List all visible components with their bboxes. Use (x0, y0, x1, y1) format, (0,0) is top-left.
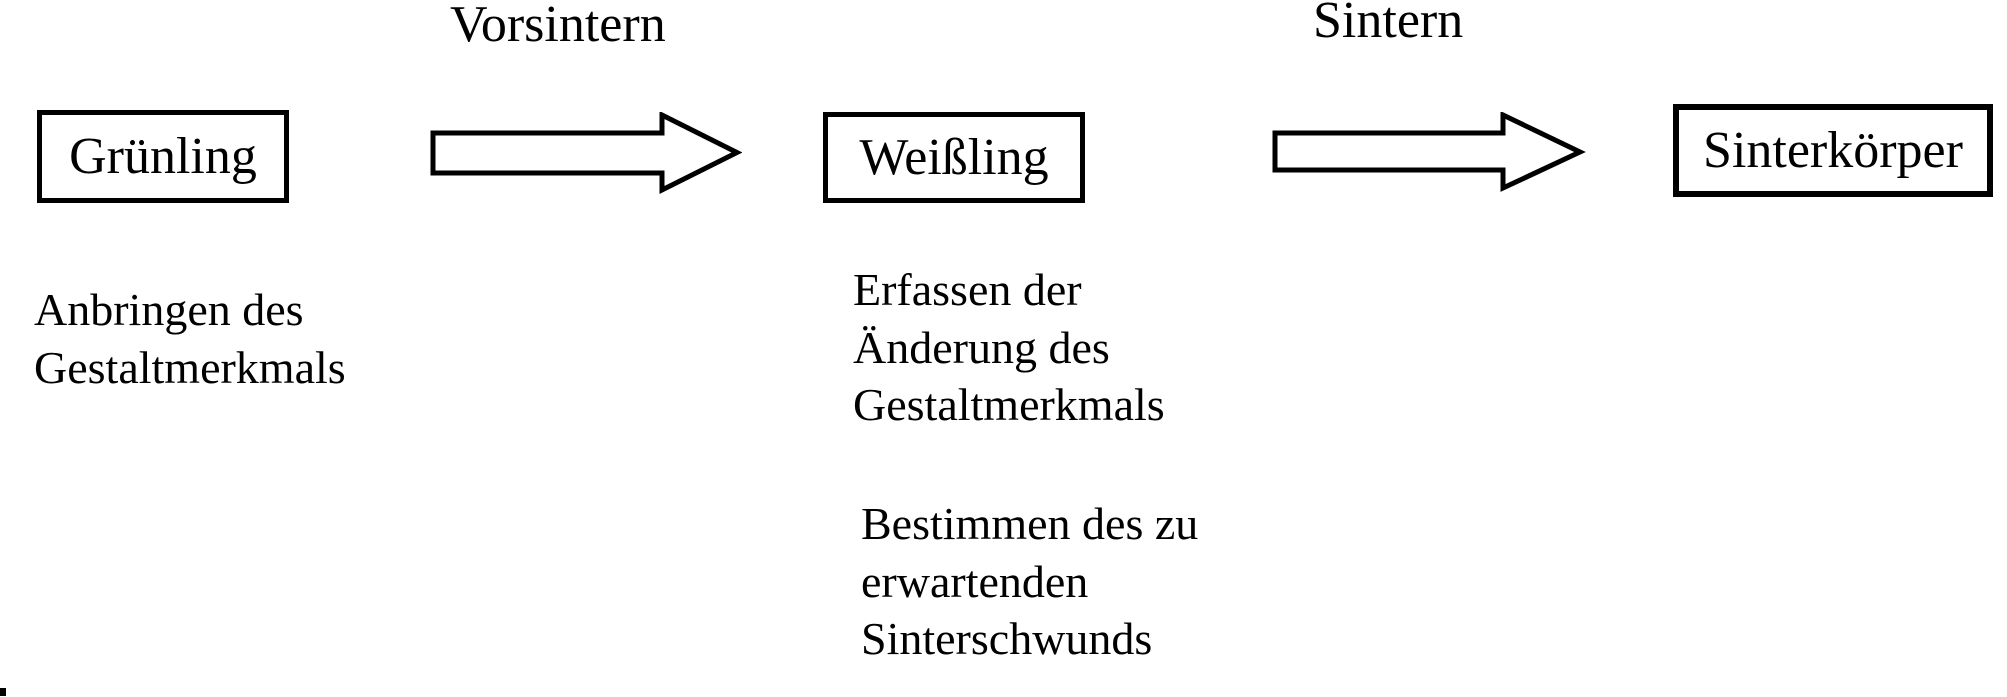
stage-label-vorsintern: Vorsintern (450, 0, 666, 53)
node-gruenling: Grünling (37, 110, 289, 203)
arrow-right-icon (1272, 112, 1586, 192)
note-bestimmen-sinterschwund: Bestimmen des zu erwartenden Sinterschwu… (861, 498, 1199, 664)
arrow-right-icon (430, 112, 742, 195)
node-sinterkoerper: Sinterkörper (1673, 104, 1993, 197)
node-weissling: Weißling (823, 112, 1085, 203)
note-erfassen-aenderung: Erfassen der Änderung des Gestaltmerkmal… (853, 264, 1165, 430)
note-anbringen-gestaltmerkmal: Anbringen des Gestaltmerkmals (34, 284, 346, 393)
stage-label-sintern: Sintern (1313, 0, 1464, 49)
scan-artifact-mark (0, 688, 6, 696)
